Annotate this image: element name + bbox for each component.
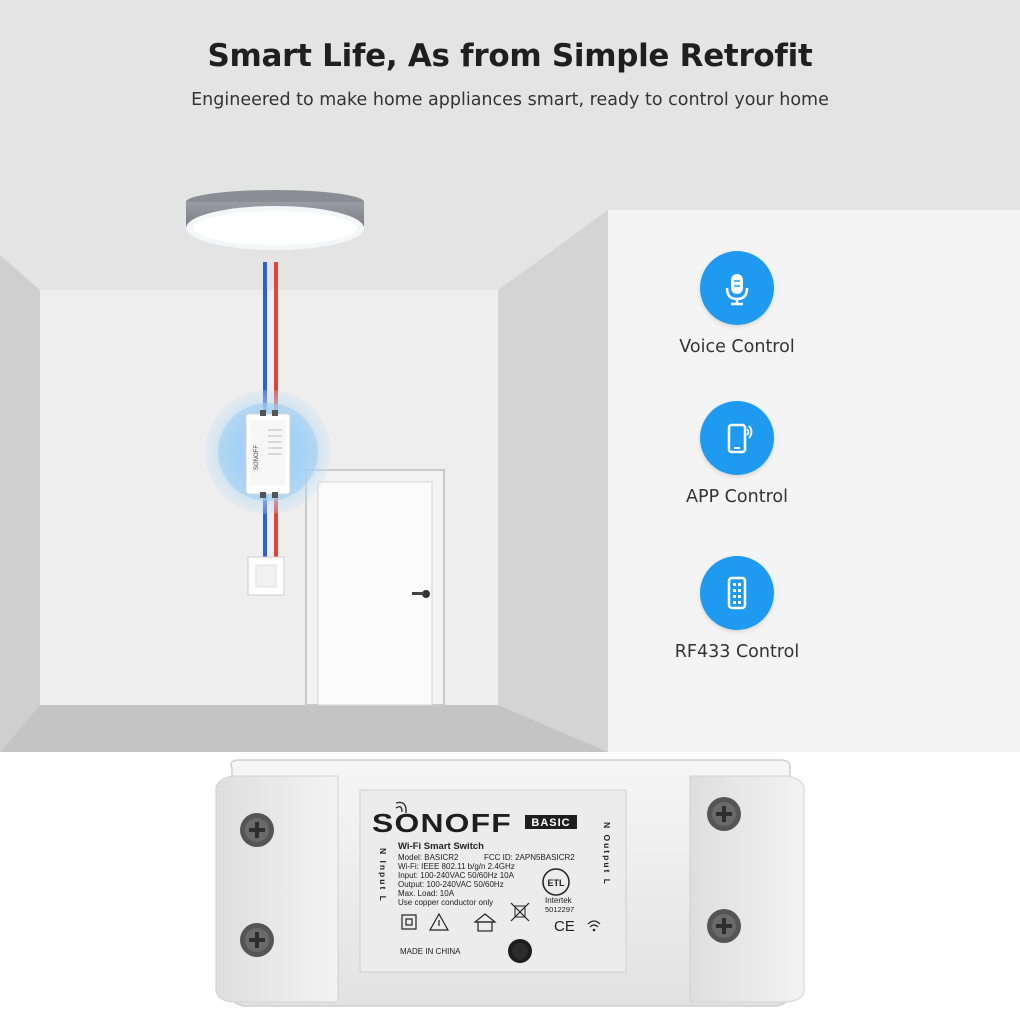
left-wall (0, 255, 40, 752)
room-illustration: SONOFF (0, 190, 1020, 752)
device-input: Input: 100-240VAC 50/60Hz 10A (398, 871, 515, 880)
output-port-label: N Output L (602, 822, 612, 886)
label-plate (359, 789, 627, 973)
microphone-icon (700, 251, 774, 325)
hero-banner: SONOFF Smart Life, As from Simple Retrof… (0, 0, 1020, 752)
device-conductor: Use copper conductor only (398, 898, 493, 907)
feature-panel (608, 210, 1020, 752)
device-product: Wi-Fi Smart Switch (398, 841, 484, 852)
wifi-icon (587, 920, 601, 932)
right-wall (498, 210, 608, 752)
smartphone-icon (700, 401, 774, 475)
screw-terminal (707, 797, 741, 831)
cert-brand: Intertek (545, 896, 573, 905)
indoor-use-icon (473, 913, 497, 932)
feature-label: APP Control (686, 487, 788, 507)
device-model: Model: BASICR2 (398, 853, 459, 862)
feature-voice-control: Voice Control (637, 251, 837, 357)
cert-number: 5012297 (545, 905, 574, 914)
feature-rf433-control: RF433 Control (637, 556, 837, 662)
ce-mark: CE (554, 918, 575, 935)
device-brand: SONOFF (372, 808, 512, 838)
warning-icon (428, 912, 450, 931)
etl-mark-icon (542, 868, 570, 896)
floor (0, 705, 608, 752)
feature-label: RF433 Control (674, 642, 800, 662)
etl-label: ETL (548, 878, 566, 888)
remote-icon (700, 556, 774, 630)
device-badge-box (525, 815, 577, 829)
screw-terminal (240, 923, 274, 957)
device-origin: MADE IN CHINA (400, 947, 461, 956)
feature-app-control: APP Control (637, 401, 837, 507)
feature-label: Voice Control (679, 337, 795, 357)
page-subtitle: Engineered to make home appliances smart… (191, 90, 829, 110)
device-fcc: FCC ID: 2APN5BASICR2 (484, 853, 575, 862)
device-wifi: Wi-Fi: IEEE 802.11 b/g/n 2.4GHz (398, 862, 515, 871)
screw-terminal (240, 813, 274, 847)
double-insulation-icon (401, 914, 417, 930)
screw-terminal (707, 909, 741, 943)
svg-text:SONOFF: SONOFF (254, 445, 260, 470)
device-output: Output: 100-240VAC 50/60Hz (398, 880, 504, 889)
device-max-load: Max. Load: 10A (398, 889, 455, 898)
device-badge: BASIC (531, 817, 570, 829)
weee-bin-icon (510, 902, 530, 922)
sonoff-basic-device: SONOFF BASIC Wi-Fi Smart Switch Model: B… (215, 759, 805, 1007)
input-port-label: N Input L (378, 848, 388, 903)
page-title: Smart Life, As from Simple Retrofit (207, 38, 813, 74)
